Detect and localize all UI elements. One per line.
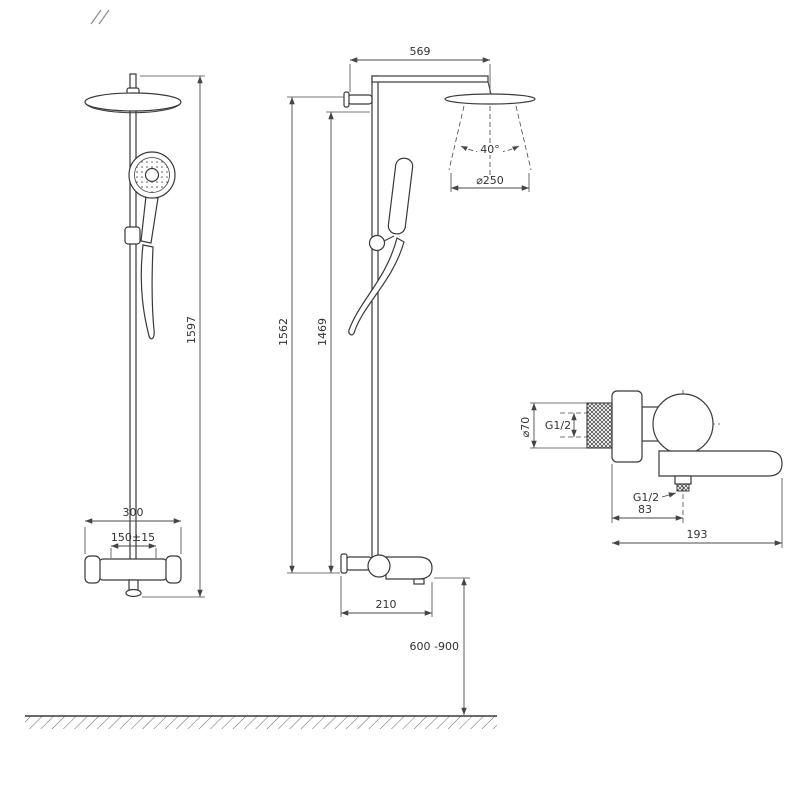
dim-height-overall: 1562 <box>277 96 344 574</box>
mixer-outlet-cap <box>125 588 142 598</box>
riser-pipe-front <box>129 73 137 563</box>
hand-shower-center-nozzle <box>144 167 160 183</box>
spray-cone: 40° <box>448 105 532 178</box>
dim-inlet-spacing: 150±15 <box>110 531 157 558</box>
mixer-side <box>340 553 433 585</box>
dim-arm-reach: 569 <box>349 45 491 93</box>
mixer-body-front <box>98 558 168 581</box>
diverter-handle-cap <box>340 553 348 574</box>
wall-union <box>347 94 373 105</box>
holder-link <box>383 235 395 242</box>
dim-label-1597: 1597 <box>185 316 198 344</box>
rain-head-rim <box>85 103 181 114</box>
side-view: 40° ⌀250 569 <box>277 45 536 715</box>
corner-mark <box>90 9 110 25</box>
diverter-body <box>367 554 391 578</box>
dim-label-193: 193 <box>687 528 708 541</box>
dim-total-depth: 193 <box>612 478 783 548</box>
dim-label-83: 83 <box>638 503 652 516</box>
dim-label-g12-inlet: G1/2 <box>545 419 571 432</box>
riser-pipe-side <box>371 75 379 571</box>
front-view: 1597 300 150±15 <box>84 73 205 598</box>
dim-height-inner: 1469 <box>316 111 370 573</box>
dim-label-1562: 1562 <box>277 318 290 346</box>
mixer-knob-left <box>84 555 101 584</box>
dim-overall-height-front: 1597 <box>140 75 205 598</box>
dim-label-600-900: 600 -900 <box>410 640 459 653</box>
mixer-front <box>84 555 182 598</box>
arm-elbow <box>487 81 492 95</box>
dim-label-300: 300 <box>123 506 144 519</box>
slider-bracket-front <box>124 226 141 245</box>
dim-label-250: ⌀250 <box>476 174 504 187</box>
dim-label-569: 569 <box>410 45 431 58</box>
spout-outlet-neck <box>674 475 692 485</box>
hand-shower-front <box>128 151 176 244</box>
hand-shower-side <box>387 157 414 235</box>
wall-union-cap <box>343 91 350 108</box>
tub-spout-side <box>385 556 433 580</box>
dim-label-g12-outlet: G1/2 <box>633 491 659 504</box>
slider-knob-side <box>368 234 386 252</box>
hand-shower-handle <box>140 195 159 244</box>
spout-aerator <box>676 483 690 492</box>
dim-label-1469: 1469 <box>316 318 329 346</box>
spout-outlet-side <box>413 578 425 585</box>
ground <box>25 715 497 729</box>
valve-body-circle <box>652 393 714 455</box>
dim-head-diameter: ⌀250 <box>450 173 530 192</box>
dim-label-70: ⌀70 <box>519 417 532 438</box>
knurled-knob <box>586 402 613 449</box>
rain-shower-head-front <box>84 92 182 112</box>
detail-view: ⌀70 G1/2 G1/2 83 193 <box>519 390 783 548</box>
dim-label-150-15: 150±15 <box>111 531 155 544</box>
wall-flange <box>611 390 643 463</box>
shower-hose-front <box>140 244 155 340</box>
rain-shower-head-side <box>444 93 536 105</box>
dim-outlet-thread: G1/2 <box>633 491 677 504</box>
dim-install-height: 600 -900 <box>410 577 470 715</box>
dim-label-spray-angle: 40° <box>480 143 500 156</box>
dim-valve-width: 300 <box>84 506 182 554</box>
shower-arm <box>371 75 489 83</box>
mixer-knob-right <box>165 555 182 584</box>
shower-hose-side <box>348 237 405 336</box>
dim-body-diameter: ⌀70 <box>519 402 587 449</box>
tub-spout-detail <box>658 450 783 477</box>
ground-hatch <box>25 716 497 729</box>
dim-outlet-offset: 83 <box>611 464 683 523</box>
dim-spout-reach: 210 <box>340 576 433 617</box>
dim-label-210: 210 <box>376 598 397 611</box>
dim-inlet-thread: G1/2 <box>545 412 590 438</box>
